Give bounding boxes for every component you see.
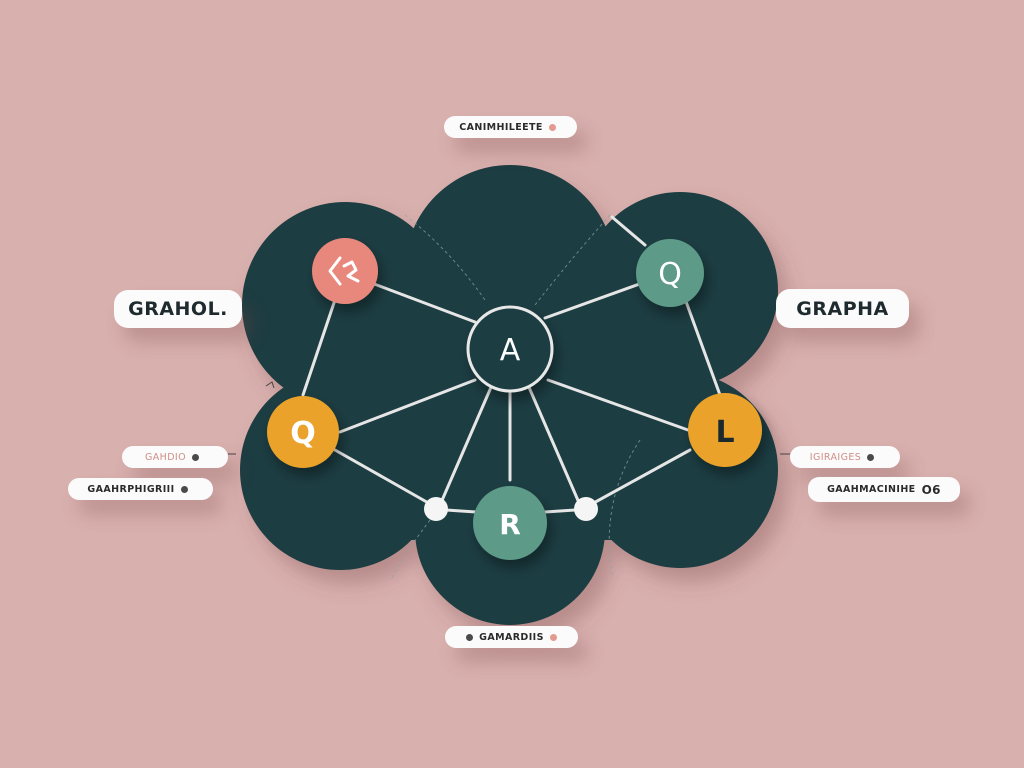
label-bottom-text: GAMARDIIS [479,631,544,643]
label-bottom: GAMARDIIS [445,626,578,648]
graph-edges [301,215,722,514]
label-right-small-2-text: GAAHMACINIHE [827,484,916,495]
indicator-dot-icon [548,123,556,131]
node-left[interactable]: Q [267,396,339,468]
node-right-top[interactable]: Q [636,239,704,307]
node-right-top-label: Q [658,257,682,292]
label-right-small-1: IGIRAIGES [790,446,900,468]
junction-nodes [424,497,598,521]
node-left-label: Q [290,416,316,451]
node-bottom-label: R [499,508,521,541]
label-right-small-2: GAAHMACINIHE O6 [808,477,960,502]
label-left-small-1-text: GAHDIO [145,451,186,463]
indicator-dot-icon [192,453,199,461]
indicator-dot-icon [867,453,875,461]
label-top: CANIMHILEETE [444,116,577,138]
node-right-label: L [715,415,734,450]
label-left-big-text: GRAHOL. [128,298,228,320]
indicator-dot-icon [466,633,474,641]
label-right-big: GRAPHA [776,289,909,328]
junction-node-right [574,497,598,521]
indicator-dot-icon [549,633,557,641]
node-right[interactable]: L [688,393,762,467]
label-right-small-2-icon: O6 [921,482,941,497]
label-left-small-2: GAAHRPHIGRIII [68,478,213,500]
label-right-small-1-text: IGIRAIGES [809,451,862,463]
leader-marks [228,381,790,455]
node-bottom[interactable]: R [473,486,547,560]
label-right-big-text: GRAPHA [796,297,889,320]
indicator-dot-icon [180,485,188,493]
node-coral[interactable] [312,238,378,304]
label-left-big: GRAHOL. [114,290,242,328]
label-left-small-2-text: GAAHRPHIGRIII [87,483,175,495]
node-center[interactable]: A [466,305,554,393]
label-top-text: CANIMHILEETE [459,121,543,133]
junction-node-left [424,497,448,521]
bracket-code-icon [328,256,360,286]
label-left-small-1: GAHDIO [122,446,228,468]
dashed-guides [391,214,641,579]
node-center-label: A [500,333,521,368]
